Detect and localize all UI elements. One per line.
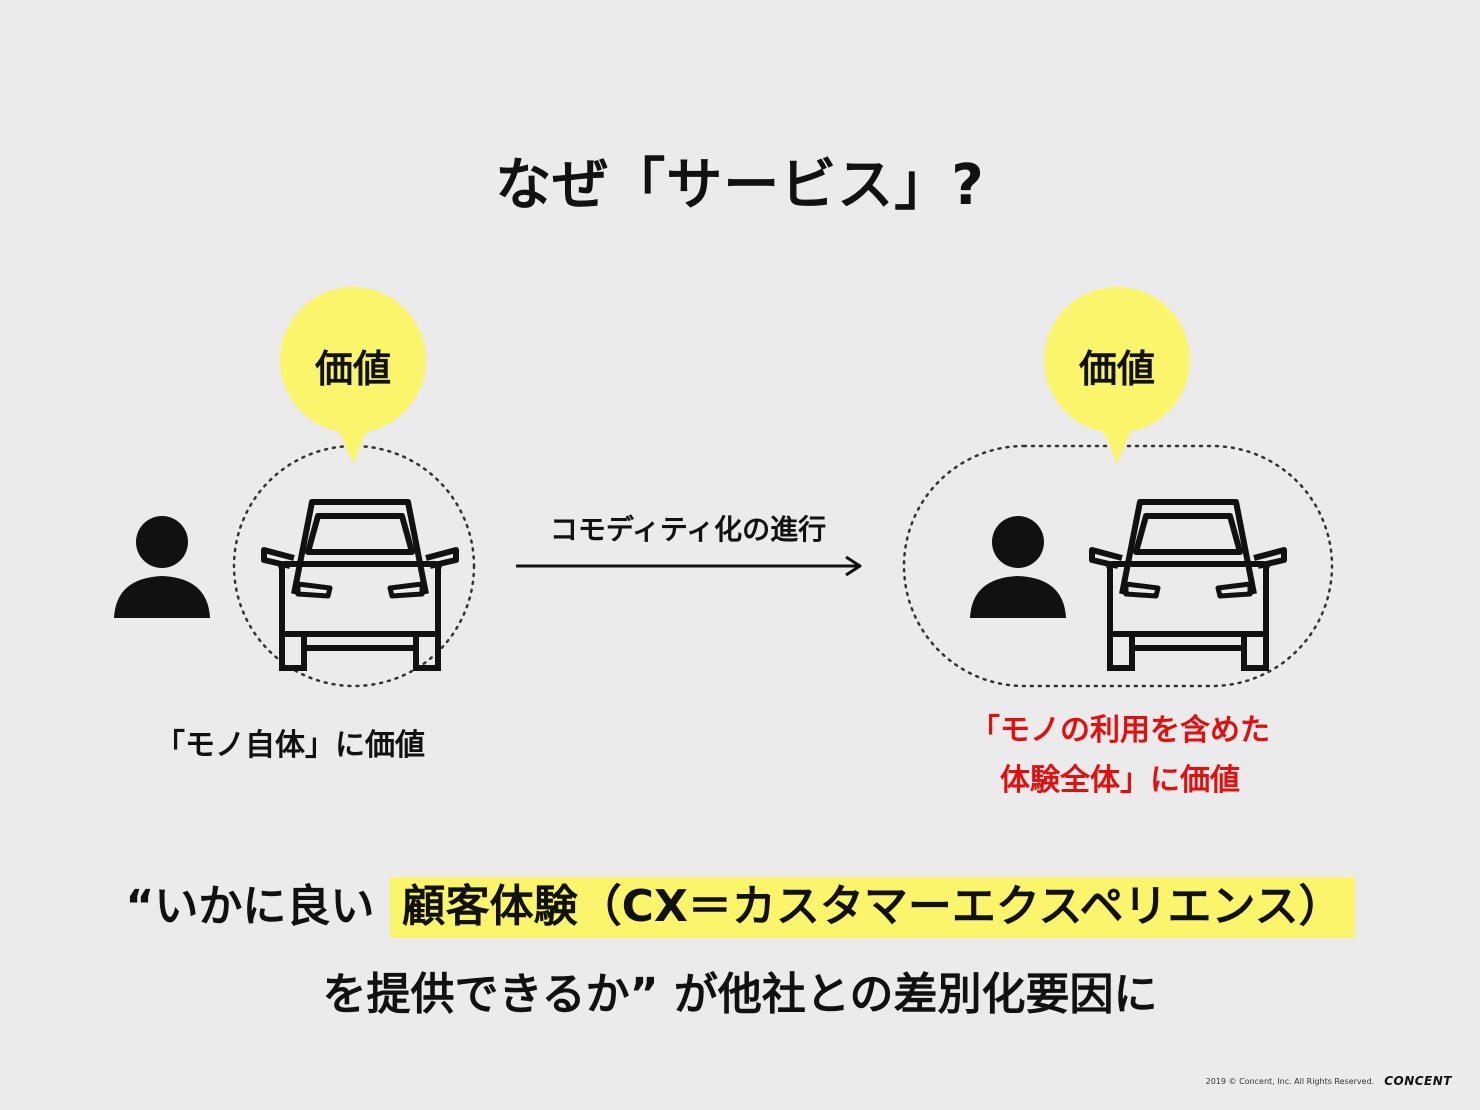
person-icon bbox=[114, 516, 210, 618]
arrow-right-icon bbox=[516, 555, 862, 577]
left-dotted-circle bbox=[232, 444, 476, 688]
speech-bubble-icon bbox=[280, 287, 426, 464]
car-icon bbox=[264, 502, 456, 668]
right-value-label: 価値 bbox=[1078, 347, 1155, 391]
bottom-message-line1: “いかに良い 顧客体験（CX＝カスタマーエクスペリエンス） bbox=[0, 870, 1480, 938]
car-icon bbox=[1092, 502, 1284, 668]
cx-highlight: 顧客体験（CX＝カスタマーエクスペリエンス） bbox=[389, 877, 1355, 938]
footer: 2019 © Concent, Inc. All Rights Reserved… bbox=[1206, 1074, 1452, 1088]
bottom-message-line2: を提供できるか” が他社との差別化要因に bbox=[322, 969, 1158, 1020]
page-title: なぜ「サービス」? bbox=[495, 153, 985, 218]
left-value-label: 価値 bbox=[314, 347, 391, 391]
copyright-text: 2019 © Concent, Inc. All Rights Reserved… bbox=[1205, 1076, 1375, 1086]
right-caption-line1: 「モノの利用を含めた bbox=[970, 713, 1270, 748]
person-icon bbox=[970, 516, 1066, 618]
arrow-label: コモディティ化の進行 bbox=[549, 513, 827, 546]
speech-bubble-icon bbox=[1044, 287, 1190, 464]
company-logo: CONCENT bbox=[1384, 1074, 1452, 1088]
right-dotted-capsule bbox=[902, 444, 1334, 688]
bottom-prefix: “いかに良い bbox=[125, 881, 375, 932]
left-caption: 「モノ自体」に価値 bbox=[155, 728, 425, 763]
right-caption: 「モノの利用を含めた 体験全体」に価値 bbox=[930, 706, 1310, 806]
right-caption-line2: 体験全体」に価値 bbox=[1000, 763, 1240, 798]
